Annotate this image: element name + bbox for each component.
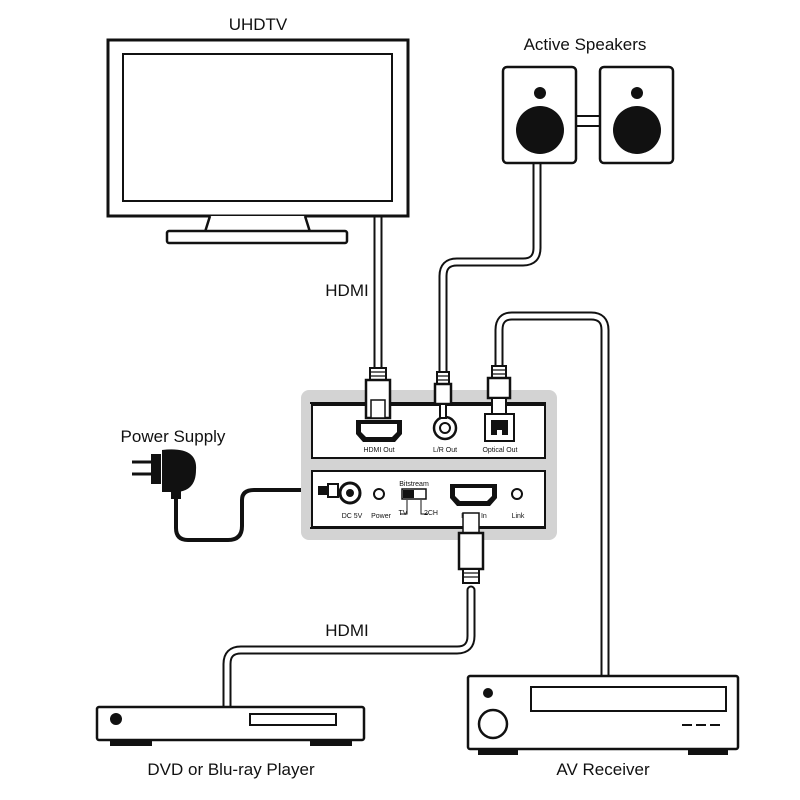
- optical-cable-receiver: [494, 311, 610, 681]
- av-receiver-label: AV Receiver: [556, 760, 650, 779]
- power-cable: [174, 488, 324, 542]
- extractor-bottom-panel: DC 5V Power Bitstream TV 2CH HDMI In Lin…: [310, 470, 546, 529]
- optical-plug: [486, 365, 512, 415]
- active-speakers: [501, 65, 675, 165]
- dvd-player: [95, 705, 366, 746]
- dvd-player-label: DVD or Blu-ray Player: [147, 760, 315, 779]
- link-label: Link: [512, 513, 525, 520]
- dc-5v-label: DC 5V: [342, 513, 363, 520]
- bitstream-label: Bitstream: [399, 481, 429, 488]
- speaker-right: [598, 65, 675, 165]
- tv-label: TV: [399, 510, 408, 517]
- active-speakers-label: Active Speakers: [524, 35, 647, 54]
- av-receiver: [466, 674, 740, 755]
- hdmi-plug-top: [364, 367, 392, 420]
- hdmi-cable-label-top: HDMI: [325, 281, 368, 300]
- lr-out-label: L/R Out: [433, 447, 457, 454]
- power-adapter: [132, 449, 197, 499]
- audio-plug: [433, 371, 453, 419]
- hdmi-plug-bottom: [457, 512, 485, 584]
- 2ch-label: 2CH: [424, 510, 438, 517]
- speaker-left: [501, 65, 578, 165]
- uhdtv: [106, 38, 410, 245]
- power-label: Power: [371, 513, 392, 520]
- uhdtv-label: UHDTV: [229, 15, 288, 34]
- optical-out-label: Optical Out: [482, 447, 517, 454]
- hdmi-cable-label-bottom: HDMI: [325, 621, 368, 640]
- hdmi-out-label: HDMI Out: [363, 447, 394, 454]
- extractor-top-panel: HDMI Out L/R Out Optical Out: [310, 402, 546, 459]
- cables: [174, 158, 610, 712]
- power-plug: [318, 483, 339, 498]
- audio-cable-speakers: [438, 158, 542, 380]
- audio-extractor: HDMI Out L/R Out Optical Out DC 5V Power…: [301, 390, 557, 540]
- power-supply-label: Power Supply: [121, 427, 226, 446]
- hdmi-cable-dvd: [222, 585, 476, 712]
